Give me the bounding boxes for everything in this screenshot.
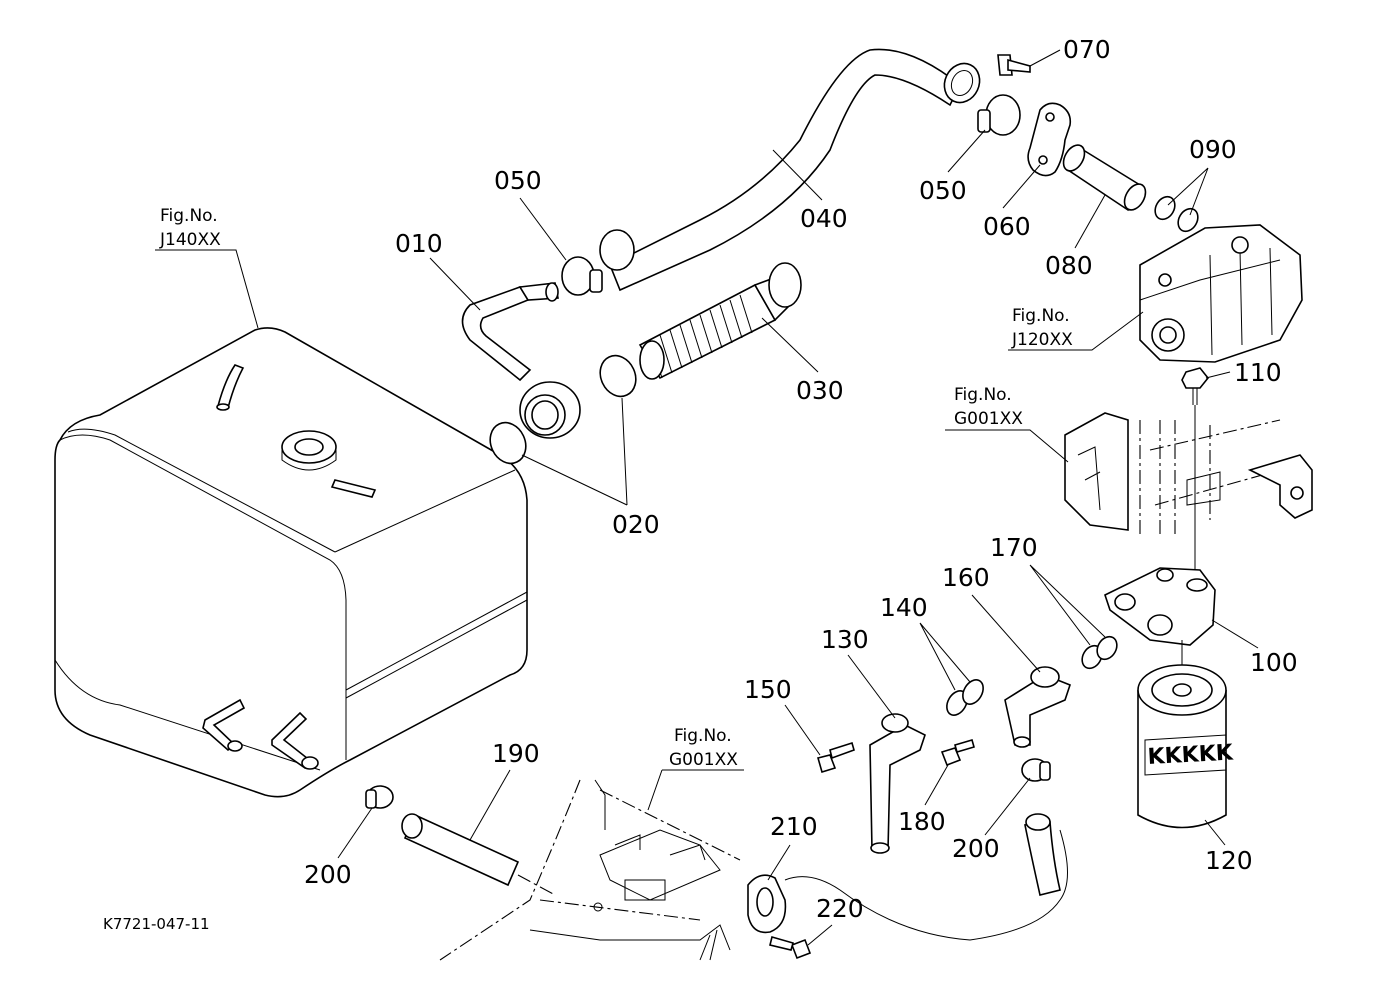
fig-ref-g001-upper: Fig.No. G001XX xyxy=(945,385,1069,463)
part-number-110: 110 xyxy=(1234,358,1282,387)
callout-080: 080 xyxy=(1045,194,1106,280)
callout-180: 180 xyxy=(898,764,949,836)
callout-200-left: 200 xyxy=(304,807,373,889)
part-number-040: 040 xyxy=(800,204,848,233)
part-number-030: 030 xyxy=(796,376,844,405)
filter-head-100 xyxy=(1104,567,1216,646)
bolt-110 xyxy=(1181,367,1210,575)
callout-110: 110 xyxy=(1205,358,1282,387)
part-number-140: 140 xyxy=(880,593,928,622)
fig-ref-j140-line1: Fig.No. xyxy=(160,206,218,226)
elbow-fitting-160 xyxy=(1004,666,1071,748)
part-number-090: 090 xyxy=(1189,135,1237,164)
part-number-020: 020 xyxy=(612,510,660,539)
banjo-fitting-130 xyxy=(869,713,926,854)
callout-050-right: 050 xyxy=(919,129,986,205)
fig-ref-g001-upper-line1: Fig.No. xyxy=(954,385,1012,405)
bolt-070 xyxy=(997,54,1031,76)
callout-010: 010 xyxy=(395,229,481,311)
callout-170: 170 xyxy=(990,533,1106,646)
fig-ref-j120-line2: J120XX xyxy=(1011,330,1073,350)
return-hose xyxy=(784,813,1068,941)
part-number-130: 130 xyxy=(821,625,869,654)
bolt-150 xyxy=(817,741,855,774)
clamp-200-left xyxy=(365,785,394,809)
part-number-200-right: 200 xyxy=(952,834,1000,863)
fig-ref-j120-line1: Fig.No. xyxy=(1012,306,1070,326)
flex-hose-030 xyxy=(638,262,802,380)
bolt-180 xyxy=(940,739,975,767)
callout-190: 190 xyxy=(469,739,540,841)
frame-bracket xyxy=(1064,412,1313,535)
part-number-180: 180 xyxy=(898,807,946,836)
part-number-010: 010 xyxy=(395,229,443,258)
hose-190 xyxy=(401,813,556,896)
o-rings-170 xyxy=(1081,635,1118,670)
part-number-050-left: 050 xyxy=(494,166,542,195)
o-rings-140 xyxy=(946,679,984,716)
callout-040: 040 xyxy=(772,149,848,233)
part-number-200-left: 200 xyxy=(304,860,352,889)
callout-100: 100 xyxy=(1211,619,1298,677)
callout-160: 160 xyxy=(942,563,1041,673)
part-number-150: 150 xyxy=(744,675,792,704)
o-rings-020 xyxy=(489,354,637,465)
fig-ref-g001-lower-line1: Fig.No. xyxy=(674,726,732,746)
fig-ref-j140: Fig.No. J140XX xyxy=(155,206,259,329)
callout-070: 070 xyxy=(1029,35,1111,67)
part-number-190: 190 xyxy=(492,739,540,768)
part-number-120: 120 xyxy=(1205,846,1253,875)
part-number-080: 080 xyxy=(1045,251,1093,280)
callout-030: 030 xyxy=(761,317,844,405)
fig-ref-g001-lower: Fig.No. G001XX xyxy=(647,726,744,811)
o-rings-090 xyxy=(1154,195,1199,233)
callout-150: 150 xyxy=(744,675,821,756)
pipe-080 xyxy=(1062,144,1147,212)
callout-130: 130 xyxy=(821,625,896,719)
callout-120: 120 xyxy=(1204,819,1253,875)
part-number-100: 100 xyxy=(1250,648,1298,677)
callout-220: 220 xyxy=(807,894,864,946)
fig-ref-j120: Fig.No. J120XX xyxy=(1008,306,1144,351)
callout-210: 210 xyxy=(767,812,818,881)
hose-010 xyxy=(461,282,581,439)
fuel-filter-120: KKKKK xyxy=(1137,640,1234,829)
callout-140: 140 xyxy=(880,593,971,691)
bolt-220 xyxy=(769,936,812,960)
fig-ref-j140-line2: J140XX xyxy=(159,230,221,250)
part-number-050-right: 050 xyxy=(919,176,967,205)
clamp-050-left xyxy=(561,256,603,296)
callout-200-right: 200 xyxy=(952,777,1031,863)
flange-060 xyxy=(1027,102,1072,177)
floor-plate xyxy=(439,779,741,961)
hose-040 xyxy=(599,48,981,292)
part-number-160: 160 xyxy=(942,563,990,592)
clamp-200-right xyxy=(1021,758,1051,782)
clip-210 xyxy=(747,874,787,934)
callout-090: 090 xyxy=(1167,135,1237,216)
diagram-code: K7721-047-11 xyxy=(103,915,210,933)
part-number-210: 210 xyxy=(770,812,818,841)
callout-060: 060 xyxy=(983,164,1041,241)
callout-020: 020 xyxy=(521,397,660,539)
part-number-060: 060 xyxy=(983,212,1031,241)
part-number-220: 220 xyxy=(816,894,864,923)
part-number-070: 070 xyxy=(1063,35,1111,64)
fig-ref-g001-upper-line2: G001XX xyxy=(954,409,1023,429)
hydraulic-pump xyxy=(1139,224,1303,363)
part-number-170: 170 xyxy=(990,533,1038,562)
filter-brand-label: KKKKK xyxy=(1147,741,1234,770)
callout-050-left: 050 xyxy=(494,166,567,261)
clamp-050-right xyxy=(977,94,1021,136)
fig-ref-g001-lower-line2: G001XX xyxy=(669,750,738,770)
fuel-tank xyxy=(54,327,528,798)
